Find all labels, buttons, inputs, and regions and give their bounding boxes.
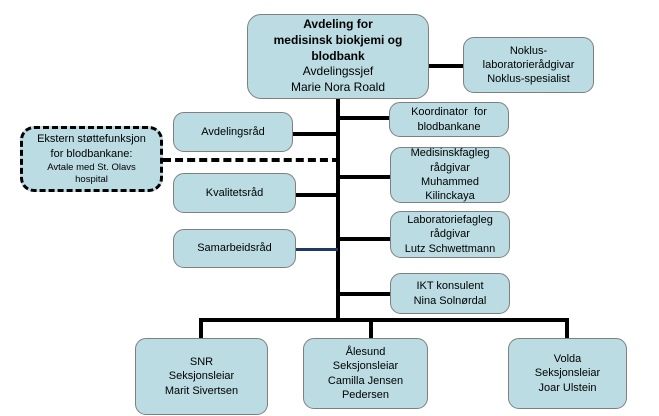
connector-trunk [336,98,340,322]
node-department-head: Avdeling for medisinsk biokjemi og blodb… [247,14,429,99]
node-avdelingsrad: Avdelingsråd [173,112,293,152]
node-kvalitetsrad: Kvalitetsråd [173,173,296,213]
samarbeidsrad-label: Samarbeidsråd [197,242,272,255]
connector-laboratoriefagleg [340,237,390,241]
node-section-alesund: Ålesund Seksjonsleiar Camilla Jensen Ped… [303,338,428,409]
node-ikt-konsulent: IKT konsulent Nina Solnørdal [390,273,510,314]
connector-avdelingsrad [291,132,338,136]
department-title: Avdeling for medisinsk biokjemi og blodb… [273,16,403,63]
connector-medisinskfagleg [340,175,390,179]
department-leader: Avdelingssjef Marie Nora Roald [290,64,386,95]
connector-ekstern-dashed [163,158,340,162]
alesund-label: Ålesund Seksjonsleiar Camilla Jensen Ped… [327,345,404,401]
connector-drop-alesund [369,318,373,338]
connector-samarbeidsrad [294,248,338,251]
koordinator-label: Koordinator for blodbankane [411,106,487,133]
node-noklus-advisor: Noklus- laboratorierådgivar Noklus-spesi… [463,37,594,93]
node-medisinskfagleg-radgivar: Medisinskfagleg rådgivar Muhammed Kilinc… [390,147,510,203]
connector-drop-volda [565,318,569,338]
connector-koordinator [340,116,389,120]
connector-ikt [340,292,390,296]
kvalitetsrad-label: Kvalitetsråd [205,186,264,199]
connector-kvalitetsrad [294,193,338,197]
snr-label: SNR Seksjonsleiar Marit Sivertsen [164,356,239,397]
ikt-label: IKT konsulent Nina Solnørdal [413,280,487,307]
connector-sections-bar [199,318,569,322]
volda-label: Volda Seksjonsleiar Joar Ulstein [534,353,601,394]
external-support-note: Avtale med St. Olavs hospital [47,161,136,185]
node-koordinator-blodbankane: Koordinator for blodbankane [389,102,509,137]
node-external-support: Ekstern støttefunksjon for blodbankane: … [20,126,163,192]
noklus-label: Noklus- laboratorierådgivar Noklus-spesi… [482,44,575,86]
medisinskfagleg-label: Medisinskfagleg rådgivar Muhammed Kilinc… [410,147,490,203]
node-section-volda: Volda Seksjonsleiar Joar Ulstein [508,338,627,409]
laboratoriefagleg-label: Laboratoriefagleg rådgivar Lutz Schwettm… [404,214,496,255]
node-laboratoriefagleg-radgivar: Laboratoriefagleg rådgivar Lutz Schwettm… [390,211,510,258]
node-section-snr: SNR Seksjonsleiar Marit Sivertsen [135,338,268,415]
external-support-title: Ekstern støttefunksjon for blodbankane: [37,133,146,160]
avdelingsrad-label: Avdelingsråd [201,125,265,138]
connector-noklus [428,64,464,68]
connector-drop-snr [199,318,203,338]
node-samarbeidsrad: Samarbeidsråd [173,229,296,268]
